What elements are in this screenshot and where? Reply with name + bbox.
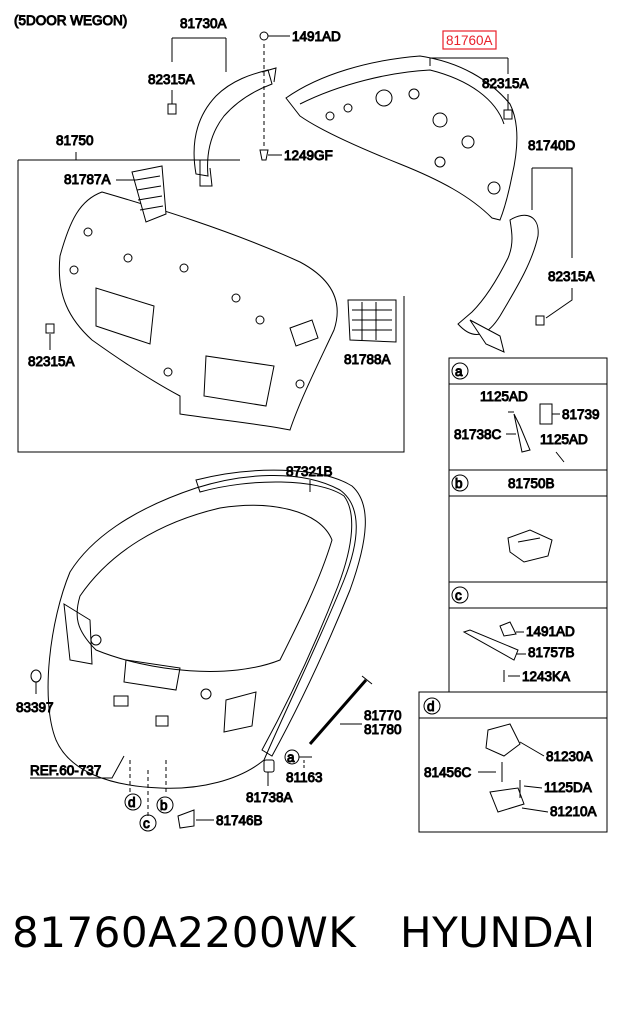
detail-c-label-3: 1243KA [522, 669, 570, 684]
leader-81730A [171, 37, 227, 72]
detail-c-label-1: 1491AD [526, 624, 575, 639]
tailgate [47, 474, 357, 789]
detail-b-label-1: 81750B [508, 476, 555, 491]
callout-83397: 83397 [16, 700, 54, 715]
detail-callout-c [139, 814, 157, 832]
callout-81746B: 81746B [216, 813, 263, 828]
callout-81787A: 81787A [64, 172, 111, 187]
clip-82315A-4 [535, 315, 545, 326]
detail-c-tag: c [455, 588, 462, 603]
detail-a-tag: a [455, 364, 463, 379]
detail-callout-d [124, 793, 142, 811]
trim-81740D [457, 214, 539, 353]
callout-81750: 81750 [56, 133, 94, 148]
detail-c-label-2: 81757B [528, 645, 575, 660]
detail-a-label-1: 1125AD [480, 389, 528, 404]
detail-callout-b-letter: b [160, 798, 168, 813]
lamp-81750B [507, 529, 553, 563]
detail-d-label-1: 81230A [546, 749, 593, 764]
clip-82315A-3 [45, 323, 55, 334]
leader-81740D [531, 167, 573, 258]
detail-d-label-3: 1125DA [544, 780, 592, 795]
trim-81730A [193, 67, 277, 187]
callout-81760A: 81760A [446, 33, 493, 48]
callout-81770: 81770 [364, 708, 402, 723]
trim-81760A [285, 55, 518, 221]
callout-82315A-2: 82315A [482, 76, 529, 91]
leader-81760A [429, 57, 509, 74]
detail-panel-d: d 81230A 81456C 1125DA 81210A [418, 691, 608, 833]
detail-panel-a: a 1125AD 81739 81738C 1125AD [448, 357, 608, 471]
gas-strut-81770 [308, 679, 368, 745]
detail-d-label-2: 81456C [424, 765, 472, 780]
clip-82315A-1 [167, 103, 177, 115]
callout-82315A-1: 82315A [148, 72, 195, 87]
callout-81788A: 81788A [344, 352, 391, 367]
detail-a-label-4: 1125AD [540, 432, 588, 447]
detail-d-tag: d [427, 699, 435, 714]
plug-83397 [30, 669, 42, 683]
detail-panel-c: c 1491AD 81757B 1243KA [448, 581, 608, 693]
screw-1491AD-icon [259, 31, 269, 41]
weatherstrip-87321B [195, 469, 366, 757]
box-81750 [17, 160, 405, 453]
bumper-81738A [263, 759, 275, 773]
clip-82315A-2 [503, 109, 513, 120]
detail-a-label-3: 81738C [454, 427, 502, 442]
detail-callout-c-letter: c [143, 816, 150, 831]
trim-81750 [58, 191, 338, 431]
callout-81730A: 81730A [180, 16, 227, 31]
detail-panel-b: b 81750B [448, 469, 608, 583]
callout-1249GF: 1249GF [284, 148, 333, 163]
brand-name: HYUNDAI [400, 908, 596, 957]
callout-81738A: 81738A [246, 790, 293, 805]
bracket-81746B [177, 809, 195, 829]
detail-b-tag: b [455, 476, 463, 491]
callout-1491AD: 1491AD [292, 29, 341, 44]
callout-82315A-3: 82315A [28, 354, 75, 369]
screw-1249GF-icon [259, 149, 269, 161]
detail-a-label-2: 81739 [562, 407, 600, 422]
callout-82315A-4: 82315A [548, 269, 595, 284]
callout-87321B: 87321B [286, 464, 333, 479]
detail-callout-b [156, 796, 174, 814]
callout-81740D: 81740D [528, 138, 576, 153]
detail-d-label-4: 81210A [550, 804, 597, 819]
callout-81163: 81163 [286, 770, 323, 785]
detail-callout-d-letter: d [128, 795, 136, 810]
variant-label: (5DOOR WEGON) [14, 13, 127, 28]
part-number: 81760A2200WK [12, 908, 357, 957]
grille-81787A [131, 165, 167, 223]
highlight-box-81760A [442, 30, 497, 50]
parts-diagram: (5DOOR WEGON) 81730A 82315A 1491AD 1249G… [14, 13, 608, 833]
ref-60-737: REF.60-737 [30, 763, 101, 778]
detail-callout-a-letter: a [287, 750, 295, 765]
callout-81780: 81780 [364, 722, 402, 737]
grille-81788A [347, 299, 397, 343]
